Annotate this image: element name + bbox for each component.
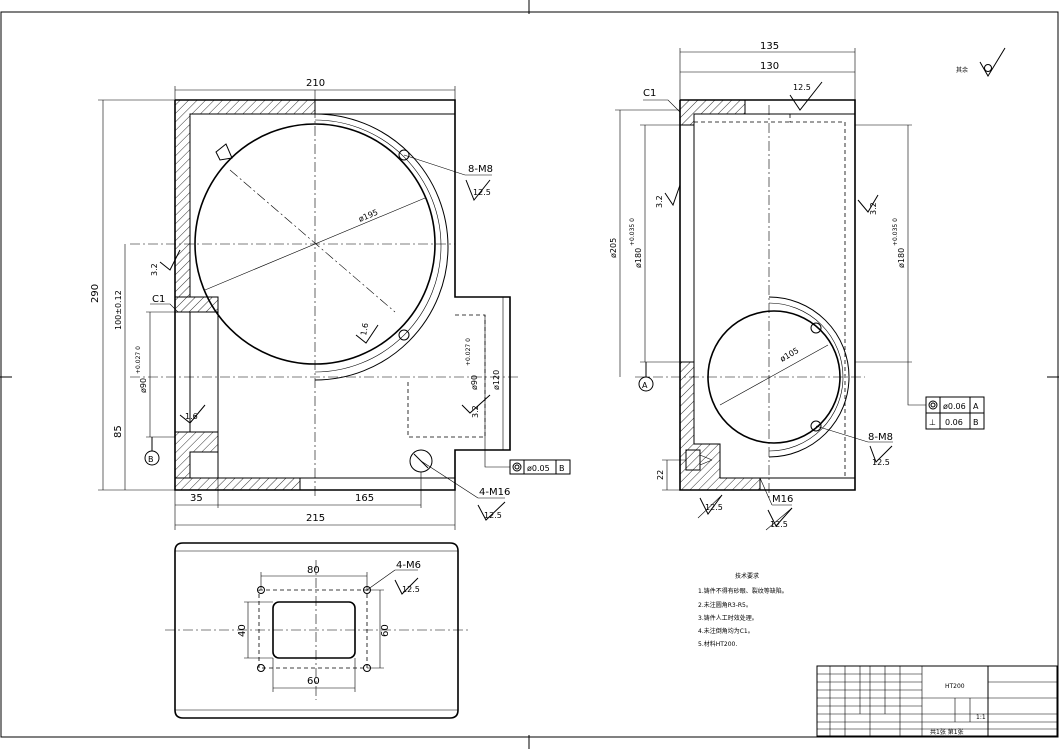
bottom-view-labels: 4-M6 12.5 80 40 60 60 [237, 560, 421, 687]
dim-210: 210 [306, 78, 325, 89]
tol-row1-val: ø0.06 [943, 402, 966, 411]
tol-right: +0.035 0 [892, 218, 899, 246]
dim-290: 290 [90, 284, 101, 303]
dim-100: 100±0.12 [114, 290, 123, 330]
tol-row2-ref: B [973, 418, 979, 427]
datum-a-label: A [642, 381, 648, 390]
note-5: 5.材料HT200. [698, 640, 737, 648]
tapped-8-m8: 8-M8 [468, 164, 493, 175]
right-tol: +0.027 0 [465, 338, 472, 366]
roughness-m16-side: 12.5 [770, 520, 788, 529]
tapped-4-m6: 4-M6 [396, 560, 421, 571]
dim-215: 215 [306, 513, 325, 524]
tol-row2-val: 0.06 [945, 418, 963, 427]
title-sheet: 共1张 第1张 [930, 728, 964, 736]
tol-row2-sym: ⊥ [929, 418, 936, 427]
datum-b-label: B [148, 455, 154, 464]
general-roughness: 其余 [956, 47, 1006, 77]
roughness-tapped-side: 12.5 [872, 458, 890, 467]
front-view [98, 86, 571, 530]
dim-85: 85 [113, 425, 124, 438]
title-material: HT200 [945, 683, 965, 690]
tol-left: +0.035 0 [629, 218, 636, 246]
roughness-bottom: 1.6 [185, 412, 198, 421]
title-scale: 1:1 [976, 714, 986, 721]
roughness-left-side: 3.2 [655, 195, 664, 208]
dim-105: ø105 [779, 346, 801, 364]
dim-60-bottom: 60 [307, 676, 320, 687]
front-view-labels: 210 290 100±0.12 85 ø90 +0.027 0 ø195 8-… [90, 78, 565, 524]
roughness-m16: 12.5 [484, 511, 502, 520]
roughness-bottom-side: 12.5 [705, 503, 723, 512]
dim-180-left: ø180 [634, 248, 643, 268]
dim-180-right: ø180 [897, 248, 906, 268]
thread-m16: M16 [772, 494, 793, 505]
dim-205: ø205 [609, 238, 618, 258]
general-roughness-label: 其余 [956, 66, 968, 74]
roughness-m6: 12.5 [402, 585, 420, 594]
dim-130: 130 [760, 61, 779, 72]
roughness-top: 12.5 [793, 83, 811, 92]
note-2: 2.未注圆角R3-R5。 [698, 601, 752, 609]
tapped-4-m16: 4-M16 [479, 487, 510, 498]
roughness-symbol-icon [979, 47, 1006, 77]
note-4: 4.未注倒角均为C1。 [698, 627, 754, 635]
technical-notes: 技术要求 1.铸件不得有砂眼、裂纹等缺陷。 2.未注圆角R3-R5。 3.铸件人… [698, 572, 788, 648]
dim-60-right: 60 [380, 624, 391, 637]
roughness-right-side: 3.2 [869, 202, 878, 215]
dim-165: 165 [355, 493, 374, 504]
tol-row1-sym: ◎ [927, 404, 932, 411]
side-view [615, 48, 985, 531]
coaxiality-value: ø0.05 [527, 464, 550, 473]
roughness-right: 3.2 [471, 405, 480, 418]
title-block: HT200 1:1 共1张 第1张 [816, 665, 1058, 737]
right-dia-90: ø90 [470, 375, 479, 390]
chamfer-c1: C1 [152, 294, 165, 305]
roughness-circle: 1.6 [359, 322, 370, 336]
dim-22: 22 [656, 470, 665, 480]
coaxiality-ref: B [559, 464, 565, 473]
dim-80: 80 [307, 565, 320, 576]
roughness-left: 3.2 [150, 263, 159, 276]
bottom-view [165, 542, 470, 719]
bore-tol: +0.027 0 [135, 346, 142, 374]
side-view-labels: 135 130 12.5 C1 ø205 ø180 +0.035 0 3.2 ø… [609, 41, 979, 529]
chamfer-c1-side: C1 [643, 88, 656, 99]
note-1: 1.铸件不得有砂眼、裂纹等缺陷。 [698, 587, 788, 595]
right-dia-120: ø120 [492, 370, 501, 390]
roughness-tapped: 12.5 [473, 188, 491, 197]
dim-40: 40 [237, 624, 248, 637]
dim-135: 135 [760, 41, 779, 52]
bore-dia-90: ø90 [139, 378, 148, 393]
note-3: 3.铸件人工时效处理。 [698, 614, 758, 622]
tol-row1-ref: A [973, 402, 979, 411]
tapped-8-m8-side: 8-M8 [868, 432, 893, 443]
dim-35: 35 [190, 493, 203, 504]
notes-heading: 技术要求 [735, 572, 759, 580]
